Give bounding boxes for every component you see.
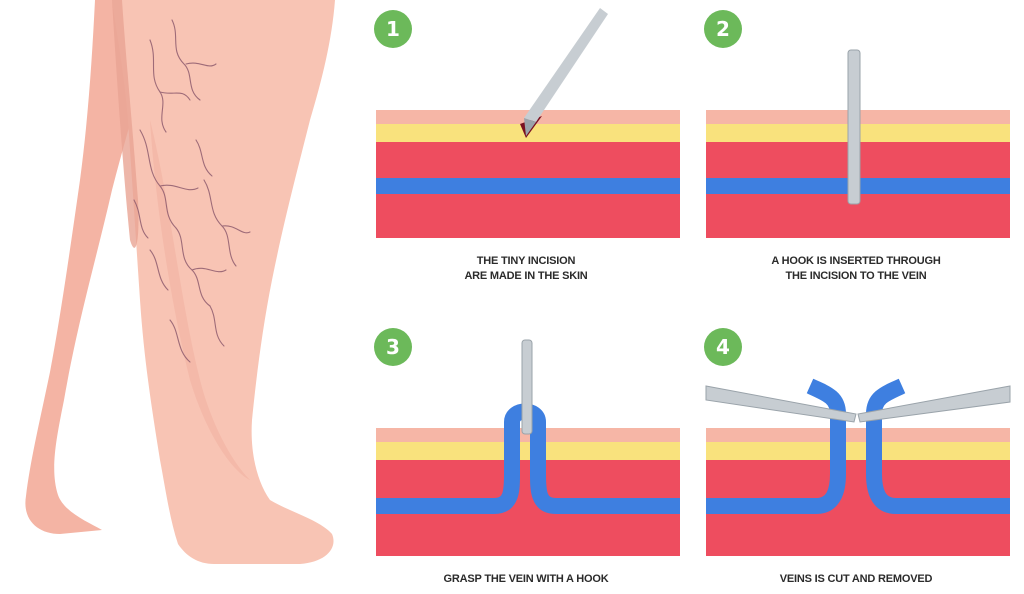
- caption-line: A HOOK IS INSERTED THROUGH: [704, 254, 1008, 269]
- step-number-badge: 4: [704, 328, 742, 366]
- step-3-diagram: [374, 324, 684, 564]
- caption-line: ARE MADE IN THE SKIN: [374, 269, 678, 284]
- caption-line: VEINS IS CUT AND REMOVED: [704, 572, 1008, 587]
- step-2-diagram: [704, 6, 1014, 246]
- step-4-diagram: [704, 324, 1014, 564]
- front-leg: [112, 0, 335, 564]
- leg-illustration: [0, 0, 350, 582]
- step-4-panel: 4 VEINS IS CUT AND REMOVED: [704, 324, 1014, 594]
- step-number-badge: 2: [704, 10, 742, 48]
- step-caption: THE TINY INCISION ARE MADE IN THE SKIN: [374, 254, 678, 284]
- vein: [376, 178, 680, 194]
- skin-surface: [706, 428, 1010, 442]
- caption-line: THE INCISION TO THE VEIN: [704, 269, 1008, 284]
- step-1-diagram: [374, 6, 684, 246]
- fat-layer: [376, 442, 680, 460]
- step-caption: A HOOK IS INSERTED THROUGH THE INCISION …: [704, 254, 1008, 284]
- step-caption: GRASP THE VEIN WITH A HOOK: [374, 572, 678, 587]
- step-2-panel: 2 A HOOK IS INSERTED THROUGH THE INCISIO…: [704, 6, 1014, 276]
- step-number-badge: 1: [374, 10, 412, 48]
- caption-line: GRASP THE VEIN WITH A HOOK: [374, 572, 678, 587]
- fat-layer: [706, 442, 1010, 460]
- step-number-badge: 3: [374, 328, 412, 366]
- step-3-panel: 3 GRASP THE VEIN WITH A HOOK: [374, 324, 684, 594]
- step-caption: VEINS IS CUT AND REMOVED: [704, 572, 1008, 587]
- caption-line: THE TINY INCISION: [374, 254, 678, 269]
- hook-tool: [522, 340, 532, 434]
- hook-tool: [848, 50, 860, 204]
- step-1-panel: 1 THE TINY INCISION ARE MADE IN THE SKIN: [374, 6, 684, 276]
